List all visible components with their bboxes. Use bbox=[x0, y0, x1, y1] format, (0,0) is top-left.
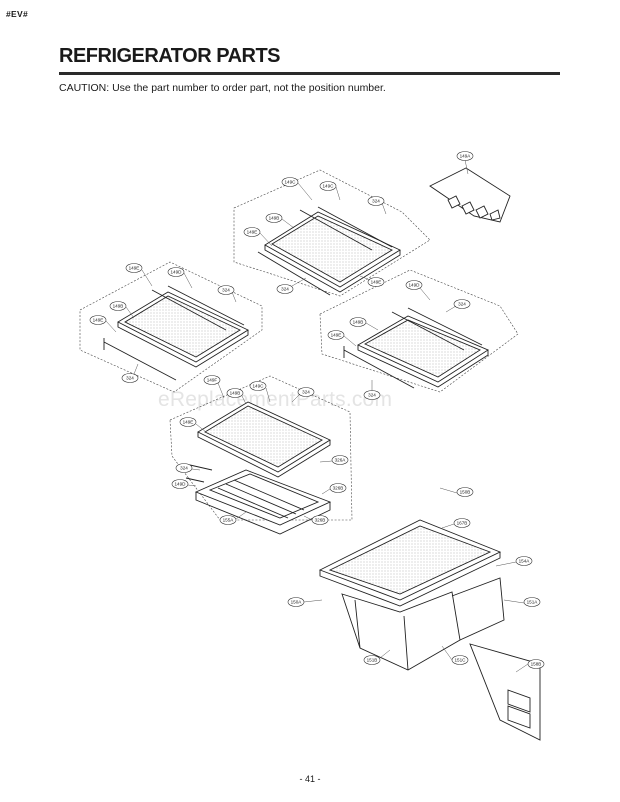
svg-text:149C: 149C bbox=[323, 184, 335, 189]
svg-text:149B: 149B bbox=[269, 216, 280, 221]
svg-text:149A: 149A bbox=[460, 154, 472, 159]
callout-l: 149E bbox=[327, 330, 345, 340]
callout-z: 149D bbox=[171, 479, 189, 489]
caution-note: CAUTION: Use the part number to order pa… bbox=[59, 82, 386, 94]
svg-text:149E: 149E bbox=[93, 318, 104, 323]
svg-text:150A: 150A bbox=[291, 600, 303, 605]
callout-af: 167B bbox=[453, 518, 471, 528]
svg-text:149C: 149C bbox=[285, 180, 297, 185]
callout-y: 324 bbox=[175, 463, 193, 473]
svg-text:324: 324 bbox=[458, 302, 466, 307]
left-shelf bbox=[103, 285, 249, 381]
callout-ae: 150B bbox=[456, 487, 474, 497]
svg-text:149B: 149B bbox=[353, 320, 364, 325]
svg-text:149D: 149D bbox=[171, 270, 183, 275]
callout-aj: 151B bbox=[363, 655, 381, 665]
svg-text:155A: 155A bbox=[223, 518, 235, 523]
svg-text:158B: 158B bbox=[531, 662, 542, 667]
callout-k: 149B bbox=[349, 317, 367, 327]
callout-x: 149E bbox=[179, 417, 197, 427]
svg-text:324: 324 bbox=[126, 376, 134, 381]
right-shelf bbox=[343, 307, 489, 389]
svg-text:154A: 154A bbox=[519, 559, 531, 564]
callout-s: 324 bbox=[121, 373, 139, 383]
callout-d: 149B bbox=[265, 213, 283, 223]
model-code: #EV# bbox=[6, 9, 28, 19]
callout-m: 324 bbox=[363, 390, 381, 400]
svg-text:324: 324 bbox=[302, 390, 310, 395]
svg-text:324: 324 bbox=[368, 393, 376, 398]
svg-text:149D: 149D bbox=[409, 283, 421, 288]
svg-text:149E: 149E bbox=[331, 333, 342, 338]
callout-ak: 151C bbox=[451, 655, 469, 665]
callout-t: 149F bbox=[203, 375, 221, 385]
callout-e: 149E bbox=[243, 227, 261, 237]
callout-o: 149D bbox=[167, 267, 185, 277]
callout-aa: 326A bbox=[331, 455, 349, 465]
callout-p: 324 bbox=[217, 285, 235, 295]
svg-text:149E: 149E bbox=[183, 420, 194, 425]
watermark: eReplacementParts.com bbox=[158, 388, 393, 411]
svg-text:324: 324 bbox=[222, 288, 230, 293]
callout-ag: 154A bbox=[515, 556, 533, 566]
crisper-cover-and-drawers bbox=[318, 519, 541, 741]
svg-text:326A: 326A bbox=[335, 458, 347, 463]
svg-text:149C: 149C bbox=[253, 384, 265, 389]
title-underline bbox=[59, 72, 560, 75]
svg-text:149E: 149E bbox=[247, 230, 258, 235]
callout-c: 149C bbox=[319, 181, 337, 191]
callout-q: 149B bbox=[109, 301, 127, 311]
callout-ah: 151A bbox=[523, 597, 541, 607]
callout-ac: 155A bbox=[219, 515, 237, 525]
callout-v: 149C bbox=[249, 381, 267, 391]
callout-u: 149B bbox=[226, 388, 244, 398]
svg-text:149E: 149E bbox=[371, 280, 382, 285]
callout-ad: 326B bbox=[311, 515, 329, 525]
svg-text:151C: 151C bbox=[455, 658, 467, 663]
svg-text:149F: 149F bbox=[207, 378, 218, 383]
svg-text:149B: 149B bbox=[113, 304, 124, 309]
page-number: - 41 - bbox=[299, 774, 321, 784]
callout-n: 149E bbox=[125, 263, 143, 273]
callout-h: 149E bbox=[367, 277, 385, 287]
top-right-bracket bbox=[429, 167, 511, 223]
callout-r: 149E bbox=[89, 315, 107, 325]
svg-text:151B: 151B bbox=[367, 658, 378, 663]
svg-text:149B: 149B bbox=[230, 391, 241, 396]
callout-g: 324 bbox=[276, 284, 294, 294]
upper-shelf bbox=[257, 206, 401, 296]
svg-text:149E: 149E bbox=[129, 266, 140, 271]
svg-text:167B: 167B bbox=[457, 521, 468, 526]
svg-text:324: 324 bbox=[180, 466, 188, 471]
svg-text:326B: 326B bbox=[315, 518, 326, 523]
callout-j: 324 bbox=[453, 299, 471, 309]
callout-b: 149C bbox=[281, 177, 299, 187]
svg-text:151A: 151A bbox=[527, 600, 539, 605]
svg-text:324: 324 bbox=[281, 287, 289, 292]
svg-text:324: 324 bbox=[372, 199, 380, 204]
callout-ai: 150A bbox=[287, 597, 305, 607]
lower-shelf-and-drawer bbox=[185, 401, 332, 535]
callout-a: 149A bbox=[456, 151, 474, 161]
page-title: REFRIGERATOR PARTS bbox=[59, 45, 281, 67]
callout-labels: 149A 149C 149C 149B 149E 324 324 149E 14… bbox=[89, 151, 545, 669]
callout-f: 324 bbox=[367, 196, 385, 206]
callout-w: 324 bbox=[297, 387, 315, 397]
svg-text:326B: 326B bbox=[333, 486, 344, 491]
callout-ab: 326B bbox=[329, 483, 347, 493]
svg-text:150B: 150B bbox=[460, 490, 471, 495]
svg-text:149D: 149D bbox=[175, 482, 187, 487]
callout-i: 149D bbox=[405, 280, 423, 290]
callout-al: 158B bbox=[527, 659, 545, 669]
leader-lines bbox=[105, 159, 529, 673]
